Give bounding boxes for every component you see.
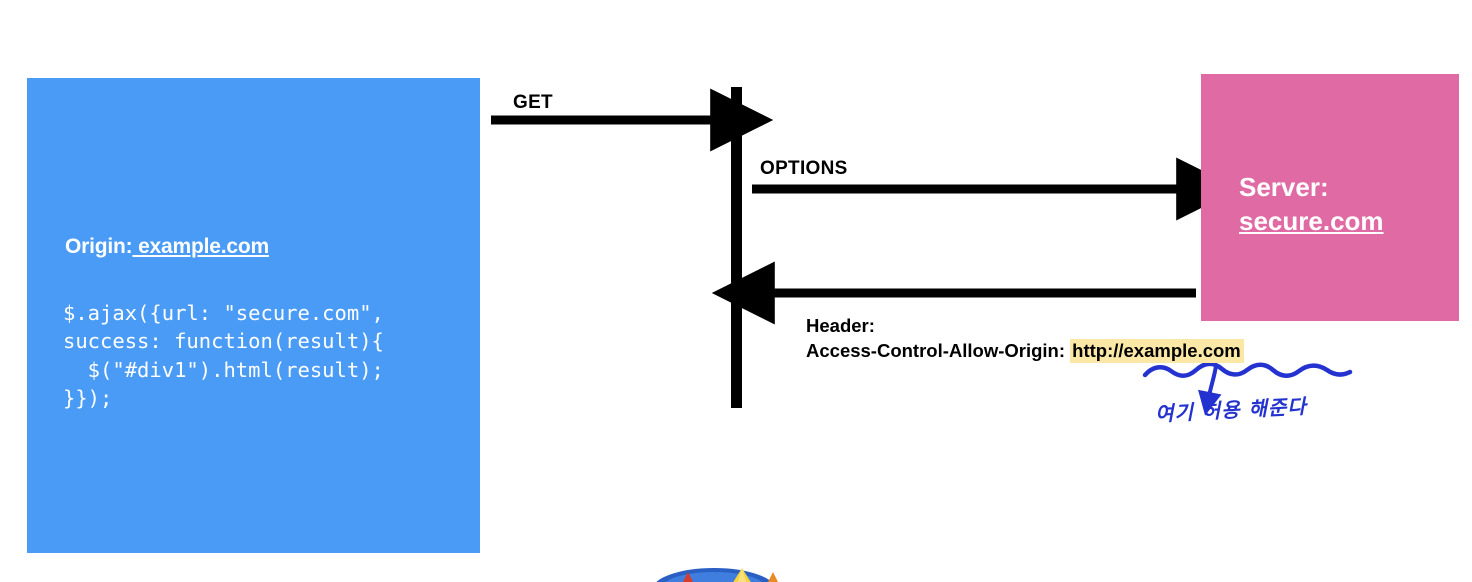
response-header-note: Header: Access-Control-Allow-Origin: htt… (806, 313, 1244, 363)
server-text-group: Server: secure.com (1239, 170, 1384, 238)
client-origin-line: Origin: example.com (65, 235, 269, 259)
browser-boundary-bar (731, 87, 742, 408)
server-label: Server: (1239, 172, 1329, 202)
client-origin-box: Origin: example.com $.ajax({url: "secure… (27, 78, 480, 553)
bottom-clipart (656, 568, 778, 582)
response-header-title: Header: (806, 315, 875, 336)
handwritten-squiggle (1142, 361, 1353, 378)
get-arrow-label: GET (513, 92, 553, 113)
client-ajax-code-snippet: $.ajax({url: "secure.com", success: func… (63, 300, 384, 411)
options-arrow-label: OPTIONS (760, 158, 848, 179)
response-header-key: Access-Control-Allow-Origin: (806, 340, 1066, 361)
server-box: Server: secure.com (1201, 74, 1459, 321)
response-header-detail: Access-Control-Allow-Origin: http://exam… (806, 338, 1244, 363)
client-origin-label: Origin: (65, 235, 133, 258)
response-header-value: http://example.com (1070, 339, 1244, 363)
server-host: secure.com (1239, 206, 1384, 236)
handwritten-pointer-arrow (1198, 364, 1222, 416)
client-origin-value: example.com (132, 235, 269, 258)
